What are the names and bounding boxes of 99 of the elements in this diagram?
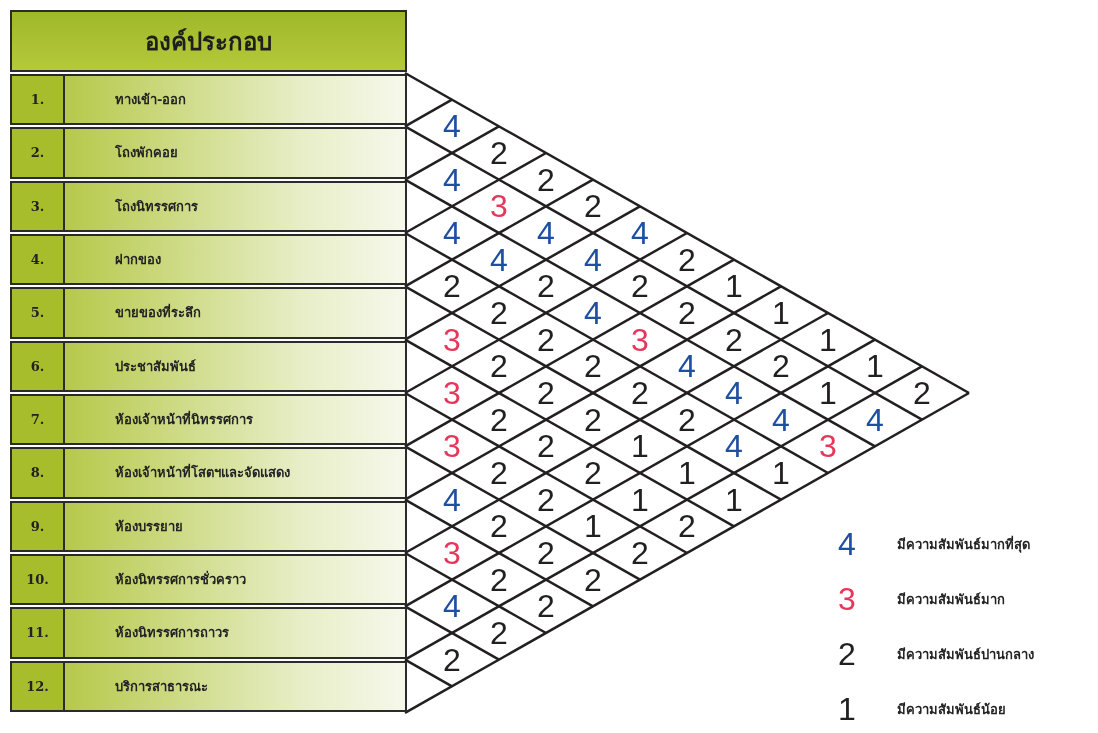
matrix-value: 2 <box>536 430 556 463</box>
matrix-value: 3 <box>818 430 838 463</box>
matrix-value: 2 <box>489 563 509 596</box>
matrix-value: 2 <box>489 616 509 649</box>
matrix-value: 2 <box>489 137 509 169</box>
matrix-value: 2 <box>489 403 509 436</box>
matrix-value: 2 <box>489 350 509 383</box>
matrix-value: 4 <box>442 590 462 623</box>
table-header: องค์ประกอบ <box>10 10 407 72</box>
legend-label: มีความสัมพันธ์ปานกลาง <box>897 646 1034 664</box>
component-name: ห้องเจ้าหน้าที่นิทรรศการ <box>63 393 407 446</box>
matrix-value: 4 <box>630 217 650 249</box>
matrix-value: 4 <box>677 350 697 383</box>
matrix-value: 2 <box>912 376 932 409</box>
row-number: 2. <box>10 127 65 179</box>
matrix-value: 3 <box>442 430 462 463</box>
matrix-value: 1 <box>865 350 885 383</box>
matrix-value: 2 <box>442 270 462 303</box>
matrix-value: 2 <box>536 323 556 356</box>
matrix-value: 3 <box>442 323 462 356</box>
component-name: ประชาสัมพันธ์ <box>63 340 407 392</box>
legend-label: มีความสัมพันธ์น้อย <box>897 701 1006 719</box>
matrix-value: 2 <box>677 243 697 276</box>
matrix-value: 1 <box>818 323 838 356</box>
matrix-value: 4 <box>865 403 885 436</box>
matrix-value: 2 <box>630 536 650 569</box>
matrix-value: 1 <box>771 456 791 489</box>
matrix-value: 2 <box>630 376 650 409</box>
matrix-value: 2 <box>630 270 650 303</box>
matrix-value: 1 <box>724 483 744 516</box>
matrix-value: 2 <box>583 350 603 383</box>
legend-label: มีความสัมพันธ์มากที่สุด <box>897 536 1030 554</box>
row-number: 11. <box>10 607 65 659</box>
legend-symbol: 1 <box>837 693 857 725</box>
legend-label: มีความสัมพันธ์มาก <box>897 591 1005 609</box>
matrix-value: 4 <box>724 376 744 409</box>
component-name: ฝากของ <box>63 234 407 286</box>
matrix-value: 4 <box>489 243 509 276</box>
matrix-value: 3 <box>630 323 650 356</box>
matrix-value: 1 <box>818 376 838 409</box>
row-number: 12. <box>10 660 65 712</box>
row-number: 6. <box>10 340 65 392</box>
row-number: 8. <box>10 447 65 499</box>
component-name: ขายของที่ระลึก <box>63 287 407 339</box>
row-number: 1. <box>10 74 65 126</box>
component-name: ห้องนิทรรศการชั่วคราว <box>63 553 407 606</box>
matrix-value: 1 <box>677 456 697 489</box>
legend-symbol: 4 <box>837 528 857 560</box>
matrix-value: 2 <box>536 376 556 409</box>
matrix-value: 2 <box>536 270 556 303</box>
matrix-value: 3 <box>489 190 509 223</box>
matrix-value: 1 <box>583 510 603 543</box>
component-name: โถงพักคอย <box>63 127 407 179</box>
matrix-value: 2 <box>489 510 509 543</box>
matrix-value: 2 <box>583 190 603 223</box>
legend-symbol: 2 <box>837 638 857 670</box>
component-name: ห้องเจ้าหน้าที่โสตฯและจัดแสดง <box>63 447 407 499</box>
row-number: 7. <box>10 393 65 446</box>
component-name: ห้องบรรยาย <box>63 500 407 552</box>
matrix-value: 4 <box>442 217 462 249</box>
matrix-value: 2 <box>583 403 603 436</box>
matrix-value: 2 <box>536 163 556 196</box>
matrix-value: 2 <box>442 643 462 676</box>
matrix-value: 2 <box>583 456 603 489</box>
matrix-value: 1 <box>630 430 650 463</box>
matrix-value: 1 <box>771 297 791 329</box>
matrix-value: 2 <box>583 563 603 596</box>
matrix-value: 3 <box>442 376 462 409</box>
matrix-value: 2 <box>536 590 556 623</box>
legend-symbol: 3 <box>837 583 857 615</box>
matrix-value: 2 <box>536 536 556 569</box>
matrix-value: 2 <box>771 350 791 383</box>
row-number: 3. <box>10 180 65 232</box>
matrix-value: 4 <box>442 110 462 143</box>
component-name: ห้องนิทรรศการถาวร <box>63 607 407 659</box>
matrix-value: 2 <box>677 297 697 329</box>
component-name: โถงนิทรรศการ <box>63 180 407 232</box>
matrix-value: 2 <box>677 510 697 543</box>
component-name: ทางเข้า-ออก <box>63 74 407 126</box>
matrix-value: 4 <box>583 297 603 329</box>
matrix-value: 4 <box>442 163 462 196</box>
row-number: 5. <box>10 287 65 339</box>
component-name: บริการสาธารณะ <box>63 660 407 712</box>
matrix-value: 2 <box>724 323 744 356</box>
row-number: 9. <box>10 500 65 552</box>
matrix-value: 2 <box>536 483 556 516</box>
matrix-value: 4 <box>583 243 603 276</box>
row-number: 4. <box>10 234 65 286</box>
matrix-value: 2 <box>489 456 509 489</box>
matrix-value: 2 <box>677 403 697 436</box>
matrix-value: 2 <box>489 297 509 329</box>
matrix-value: 4 <box>442 483 462 516</box>
matrix-value: 1 <box>724 270 744 303</box>
row-number: 10. <box>10 553 65 606</box>
matrix-value: 4 <box>771 403 791 436</box>
matrix-value: 1 <box>630 483 650 516</box>
matrix-value: 4 <box>724 430 744 463</box>
matrix-value: 4 <box>536 217 556 249</box>
matrix-value: 3 <box>442 536 462 569</box>
